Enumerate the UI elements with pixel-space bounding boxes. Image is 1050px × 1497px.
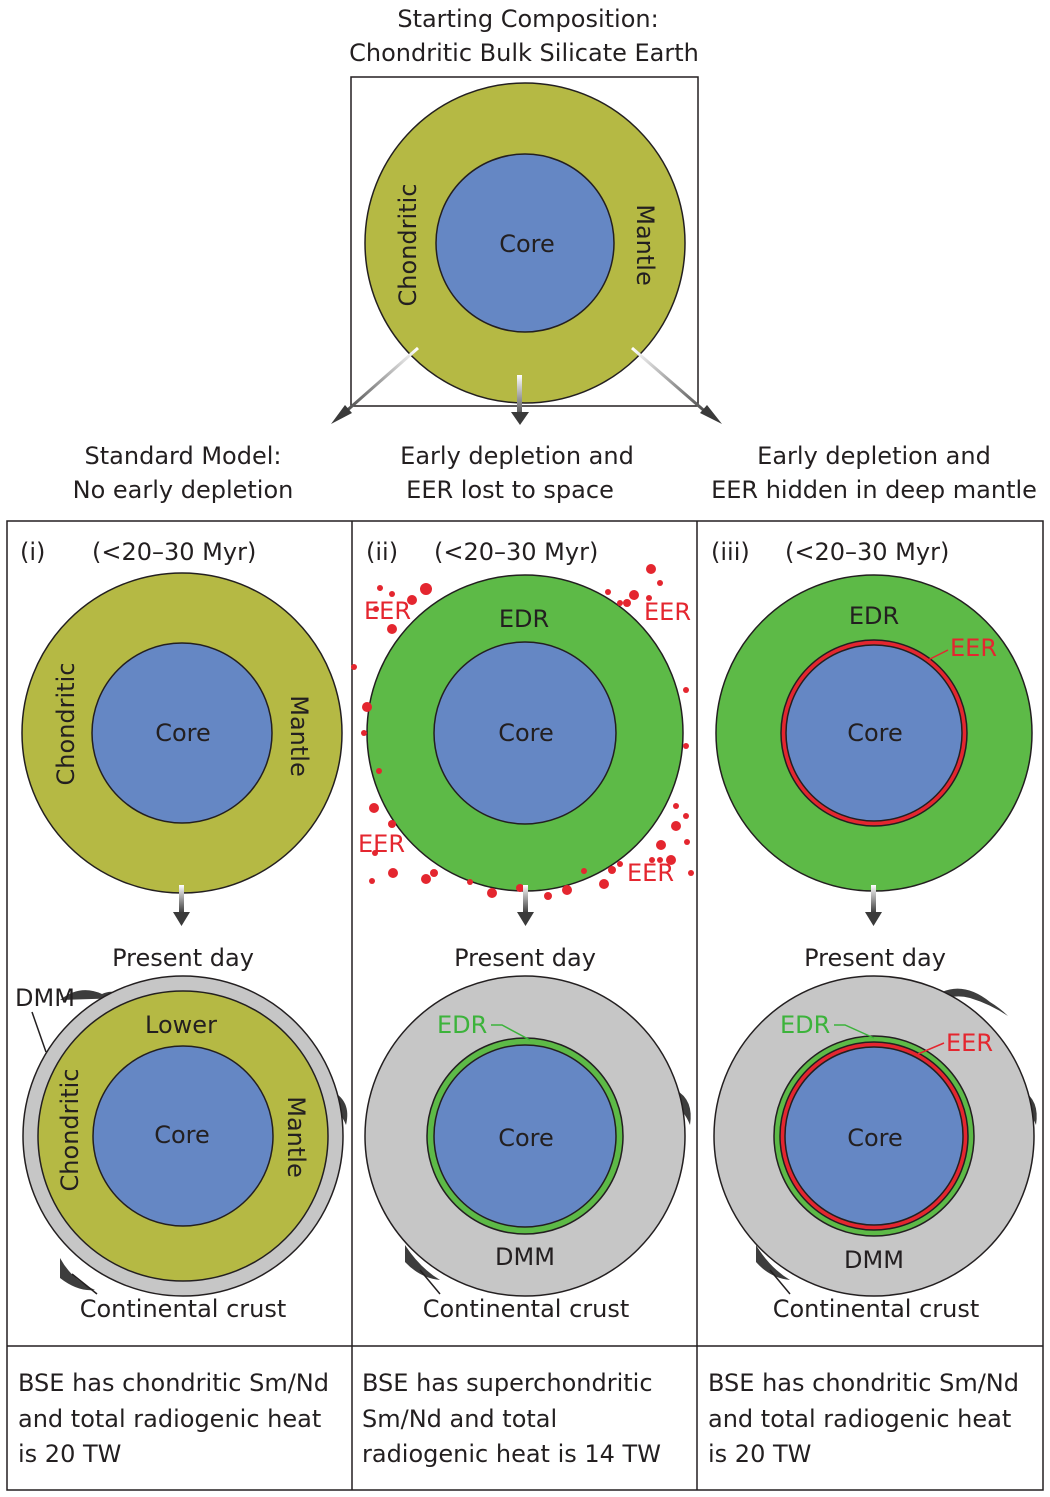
heading-ii-line2: EER lost to space bbox=[406, 476, 614, 504]
panel-ii-late-core-label: Core bbox=[498, 1124, 554, 1152]
top-core-circle bbox=[435, 153, 615, 333]
top-title-line1: Starting Composition: bbox=[397, 5, 658, 33]
panel-iii-numeral: (iii) bbox=[711, 538, 750, 566]
panel-iii-crust-bump bbox=[942, 988, 1008, 1016]
panel-ii-early-core bbox=[433, 641, 617, 825]
top-mantle-label: Mantle bbox=[631, 204, 659, 285]
top-core-label: Core bbox=[499, 230, 555, 258]
arrow-right-head bbox=[700, 405, 722, 424]
panel-iii-note-line2: and total radiogenic heat bbox=[708, 1405, 1011, 1433]
panel-ii-numeral: (ii) bbox=[366, 538, 398, 566]
panel-ii-late-edr-label: EDR bbox=[437, 1011, 487, 1039]
panel-ii-note-line3: radiogenic heat is 14 TW bbox=[362, 1440, 661, 1468]
panel-iii-note-line3: is 20 TW bbox=[708, 1440, 811, 1468]
panel-iii-late-edr-label: EDR bbox=[780, 1011, 830, 1039]
split-arrows bbox=[331, 346, 722, 425]
panel-iii-edr-leader bbox=[834, 1024, 875, 1039]
panel-ii-edr-leader bbox=[491, 1024, 531, 1041]
panel-iii-note-line1: BSE has chondritic Sm/Nd bbox=[708, 1369, 1019, 1397]
panel-ii-note-line2: Sm/Nd and total bbox=[362, 1405, 557, 1433]
top-chondritic-label: Chondritic bbox=[394, 184, 422, 307]
panel-ii-late-core bbox=[433, 1044, 617, 1228]
panel-iii-dmm-label: DMM bbox=[844, 1246, 904, 1274]
panel-iii-early-core bbox=[785, 644, 963, 822]
panel-ii-crust-label: Continental crust bbox=[423, 1295, 630, 1323]
panel-frames bbox=[6, 520, 1044, 1491]
panel-i-late-core bbox=[92, 1045, 274, 1227]
panel-i-early-core bbox=[91, 642, 273, 824]
panel-i-late-core-label: Core bbox=[154, 1121, 210, 1149]
panel-ii: (ii) (<20–30 Myr) Core EDR EER EER EER E… bbox=[351, 538, 694, 1468]
panel-iii-present-label: Present day bbox=[804, 944, 946, 972]
panel-i-late-mantle-label: Mantle bbox=[282, 1096, 310, 1177]
panel-ii-eer-label: EER bbox=[364, 597, 411, 625]
top-title-line2: Chondritic Bulk Silicate Earth bbox=[349, 39, 699, 67]
panel-iii-late-eer-leader bbox=[917, 1042, 945, 1055]
panel-iii-crust-leader bbox=[769, 1269, 791, 1295]
panel-i-crust-leader bbox=[71, 1273, 98, 1295]
panel-i-time: (<20–30 Myr) bbox=[92, 538, 256, 566]
panel-iii-late-eer-label: EER bbox=[946, 1029, 993, 1057]
panel-i-note-line1: BSE has chondritic Sm/Nd bbox=[18, 1369, 329, 1397]
panel-ii-present-label: Present day bbox=[454, 944, 596, 972]
panel-ii-eer-label: EER bbox=[358, 830, 405, 858]
arrow-mid-head bbox=[511, 412, 529, 425]
panel-i-crust-label: Continental crust bbox=[80, 1295, 287, 1323]
panel-i-early-core-label: Core bbox=[155, 719, 211, 747]
panel-i-dmm-label: DMM bbox=[15, 984, 75, 1012]
panel-ii-edr-label: EDR bbox=[499, 605, 549, 633]
panel-iii-edr-label: EDR bbox=[849, 602, 899, 630]
heading-iii-line2: EER hidden in deep mantle bbox=[711, 476, 1037, 504]
panel-i-present-label: Present day bbox=[112, 944, 254, 972]
panel-i-dmm-leader bbox=[31, 1011, 47, 1053]
panel-i-numeral: (i) bbox=[20, 538, 45, 566]
panel-i-early-mantle-label: Mantle bbox=[285, 695, 313, 776]
heading-i-line2: No early depletion bbox=[73, 476, 294, 504]
panel-iii: (iii) (<20–30 Myr) Core EDR EER Present … bbox=[708, 538, 1037, 1468]
panel-i-note-line3: is 20 TW bbox=[18, 1440, 121, 1468]
panel-iii-early-core-label: Core bbox=[847, 719, 903, 747]
heading-i-line1: Standard Model: bbox=[85, 442, 282, 470]
panel-i-early-chondritic-label: Chondritic bbox=[52, 663, 80, 786]
panel-i: (i) (<20–30 Myr) Core Chondritic Mantle … bbox=[15, 538, 348, 1468]
panel-ii-eer-label: EER bbox=[627, 859, 674, 887]
panel-ii-crust-leader bbox=[419, 1269, 441, 1295]
top-frame bbox=[350, 76, 699, 407]
panel-iii-eer-label: EER bbox=[950, 634, 997, 662]
panel-iii-late-core bbox=[784, 1046, 964, 1226]
panel-ii-eer-label: EER bbox=[644, 598, 691, 626]
panel-i-crust-bump bbox=[60, 1258, 95, 1291]
arrow-left-head bbox=[331, 405, 352, 424]
panel-ii-eer-particles bbox=[351, 564, 694, 900]
panel-ii-note-line1: BSE has superchondritic bbox=[362, 1369, 653, 1397]
panel-ii-down-arrow bbox=[517, 912, 534, 926]
panel-i-down-arrow bbox=[173, 912, 190, 926]
panel-iii-crust-label: Continental crust bbox=[773, 1295, 980, 1323]
panel-ii-time: (<20–30 Myr) bbox=[434, 538, 598, 566]
panel-i-note-line2: and total radiogenic heat bbox=[18, 1405, 321, 1433]
panel-iii-time: (<20–30 Myr) bbox=[785, 538, 949, 566]
panel-iii-late-core-label: Core bbox=[847, 1124, 903, 1152]
panel-iii-eer-leader bbox=[927, 649, 949, 661]
heading-iii-line1: Early depletion and bbox=[757, 442, 991, 470]
panel-i-lower-label: Lower bbox=[145, 1011, 217, 1039]
panel-ii-early-core-label: Core bbox=[498, 719, 554, 747]
panel-iii-down-arrow bbox=[865, 912, 882, 926]
heading-ii-line1: Early depletion and bbox=[400, 442, 634, 470]
panel-ii-dmm-label: DMM bbox=[495, 1243, 555, 1271]
panel-i-late-chondritic-label: Chondritic bbox=[56, 1069, 84, 1192]
